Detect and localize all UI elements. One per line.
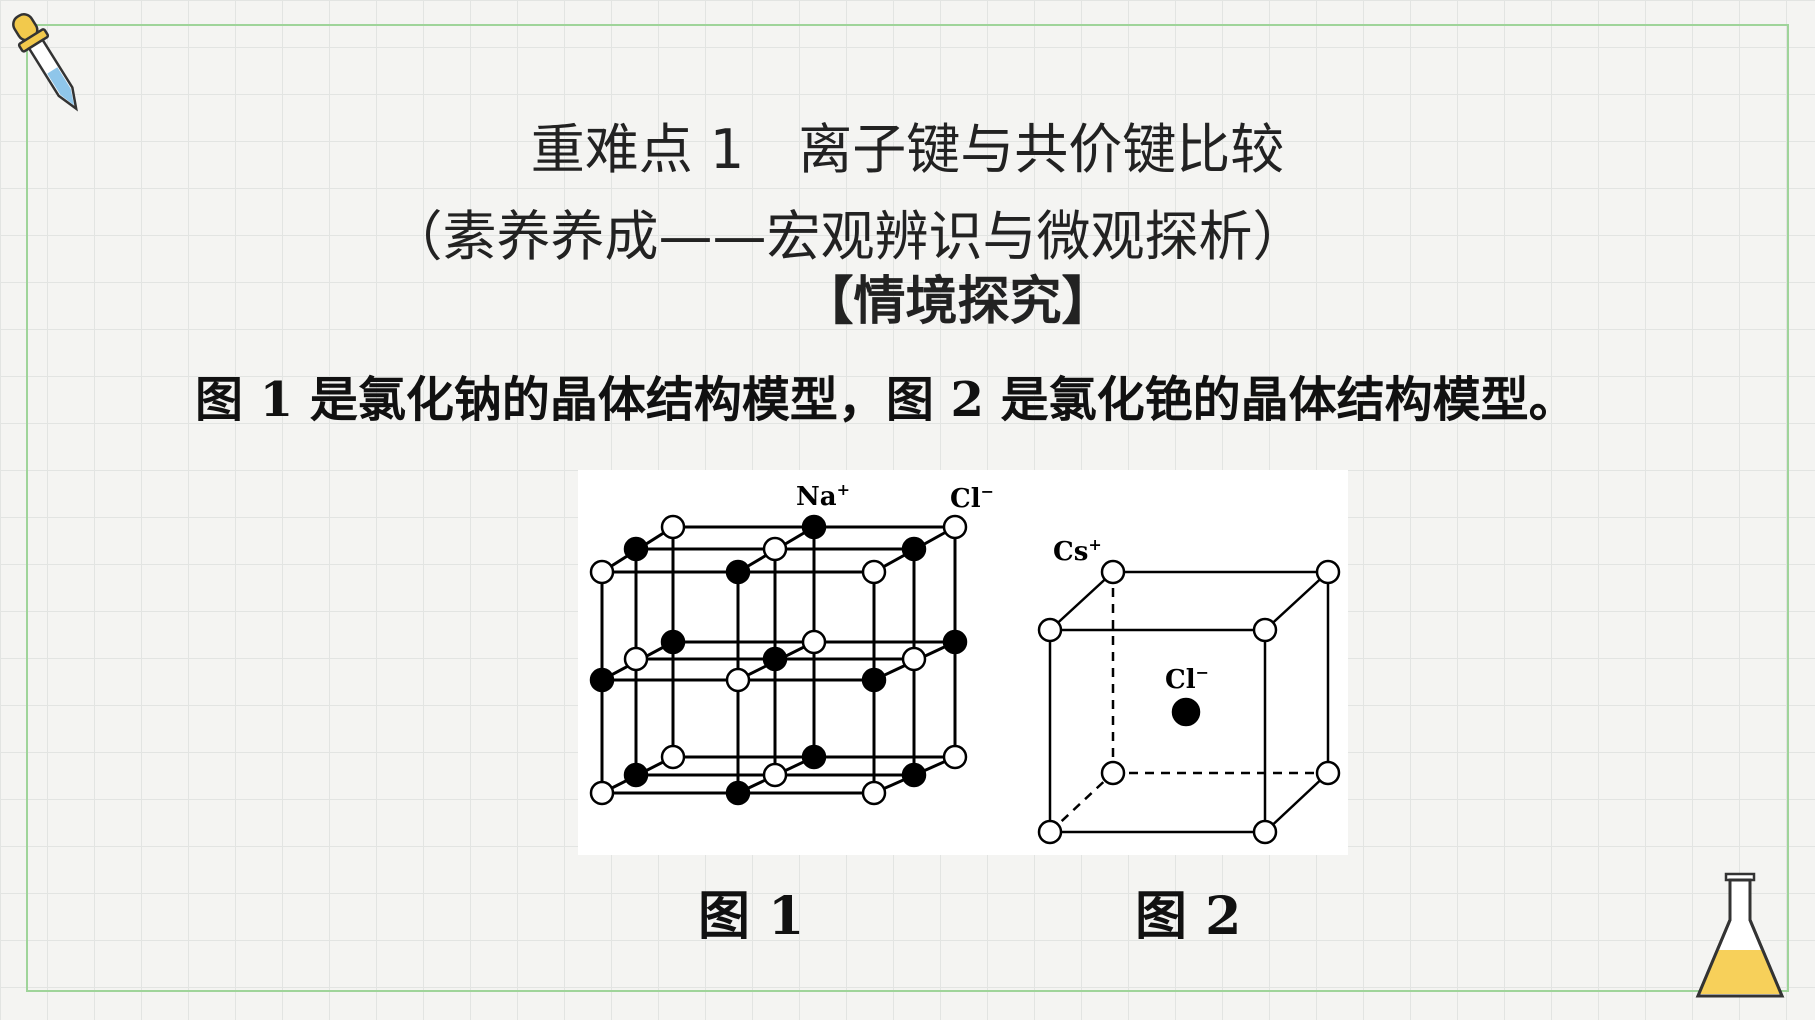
cl-ion <box>589 559 615 585</box>
cl-ion <box>942 744 968 770</box>
cl-ion <box>660 514 686 540</box>
na-ion <box>861 667 887 693</box>
na-ion <box>725 780 751 806</box>
cs-label: Cs+ <box>1053 535 1102 567</box>
na-ion <box>901 762 927 788</box>
cl-ion <box>762 762 788 788</box>
na-ion <box>801 514 827 540</box>
na-ion <box>762 646 788 672</box>
cs-ion <box>1252 617 1278 643</box>
cs-ion <box>1315 559 1341 585</box>
cl-ion <box>623 646 649 672</box>
cl-ion <box>942 514 968 540</box>
nacl-ions <box>589 514 968 806</box>
cs-ion <box>1100 559 1126 585</box>
section-label: 【情境探究】 <box>801 271 1114 332</box>
cl-ion <box>725 667 751 693</box>
cs-ion <box>1100 760 1126 786</box>
cl-ion <box>589 780 615 806</box>
na-ion <box>623 762 649 788</box>
cl-label-fig2: Cl− <box>1165 663 1209 695</box>
na-ion <box>725 559 751 585</box>
intro-text: 图 1 是氯化钠的晶体结构模型，图 2 是氯化铯的晶体结构模型。 <box>195 372 1577 428</box>
na-ion <box>942 629 968 655</box>
cl-ion-center <box>1171 697 1201 727</box>
slide-subtitle: （素养养成——宏观辨识与微观探析） <box>388 205 1307 268</box>
figure-panel: Na+ Cl− <box>578 470 1348 855</box>
figure1-caption: 图 1 <box>698 886 805 947</box>
cl-ion <box>660 744 686 770</box>
na-label: Na+ <box>796 480 850 512</box>
na-ion <box>623 536 649 562</box>
na-ion <box>901 536 927 562</box>
figure2-caption: 图 2 <box>1135 886 1242 947</box>
cl-label-fig1: Cl− <box>950 482 994 514</box>
cscl-cell <box>1048 570 1330 834</box>
cl-ion <box>861 780 887 806</box>
cl-ion <box>801 629 827 655</box>
na-ion <box>801 744 827 770</box>
slide-frame <box>26 24 1789 992</box>
cs-ion <box>1315 760 1341 786</box>
slide-title: 重难点 1 离子键与共价键比较 <box>530 118 1285 181</box>
cs-ion <box>1037 819 1063 845</box>
flask-icon <box>1695 872 1785 998</box>
cl-ion <box>901 646 927 672</box>
na-ion <box>660 629 686 655</box>
crystal-figures: Na+ Cl− <box>589 480 1341 845</box>
cs-ion <box>1252 819 1278 845</box>
na-ion <box>589 667 615 693</box>
dropper-icon <box>12 13 78 112</box>
cl-ion <box>861 559 887 585</box>
cs-ion <box>1037 617 1063 643</box>
cl-ion <box>762 536 788 562</box>
cscl-ions <box>1037 559 1341 845</box>
